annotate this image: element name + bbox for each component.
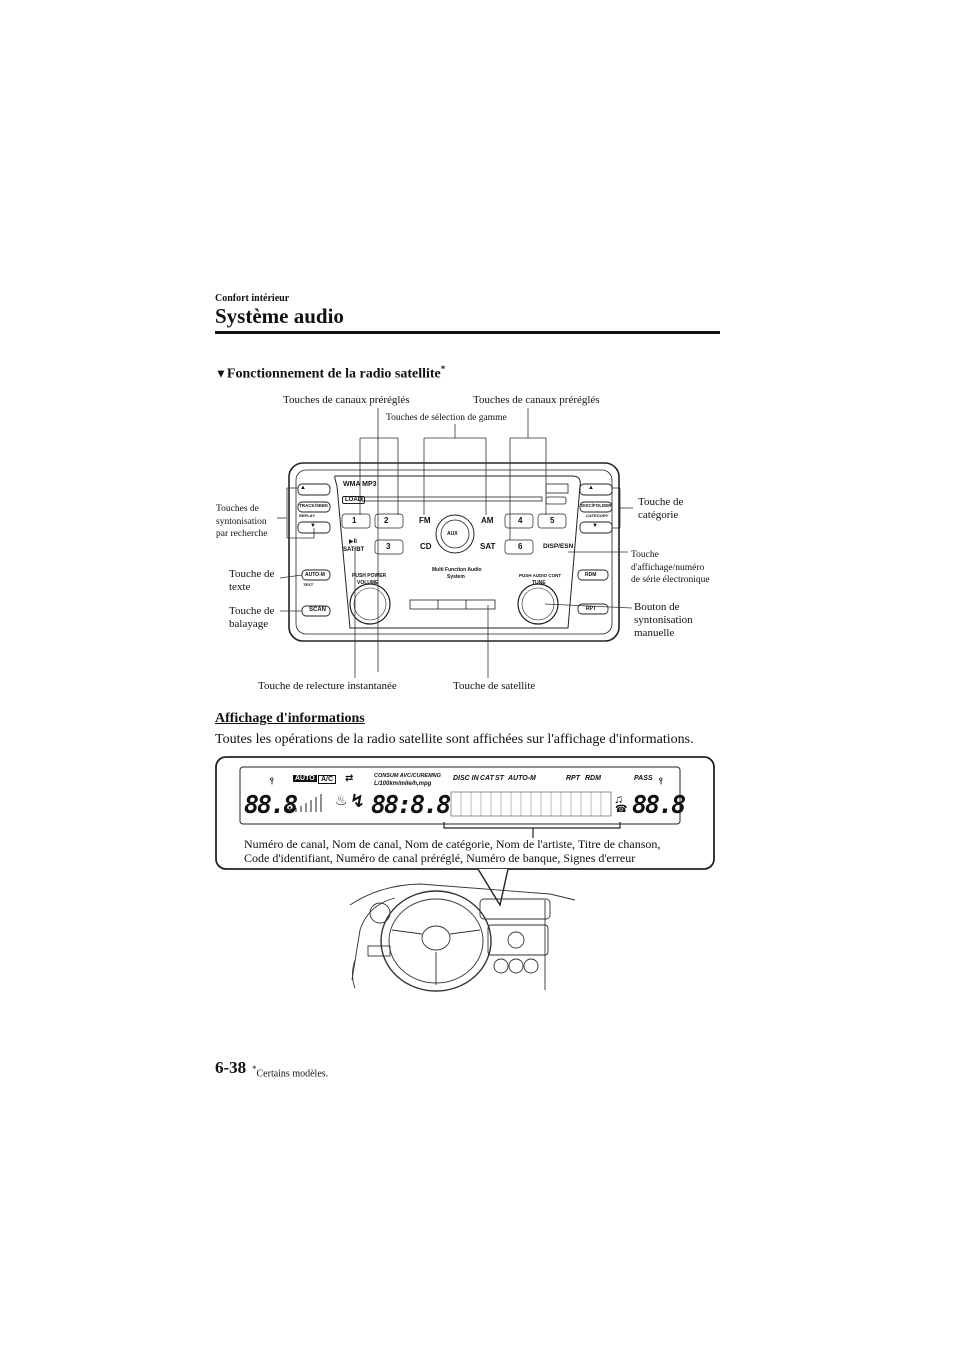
music-note-icon: ♫ <box>614 792 623 806</box>
rpt-button[interactable]: RPT <box>586 606 596 612</box>
am-button[interactable]: AM <box>481 516 494 525</box>
preset-5-button[interactable]: 5 <box>550 516 555 525</box>
triangle-down-icon: ▼ <box>215 366 227 381</box>
label-preset-left: Touches de canaux préréglés <box>283 394 410 406</box>
preset-1-button[interactable]: 1 <box>352 516 357 525</box>
preset-2-button[interactable]: 2 <box>384 516 389 525</box>
defrost-icon: ♨ <box>335 792 348 808</box>
info-display-heading: Affichage d'informations <box>215 711 365 726</box>
folder-down-button[interactable]: ▼ <box>592 523 598 529</box>
disc-folder-label: DISC/FOLDER <box>581 503 612 508</box>
callout-leader-lines <box>277 408 633 678</box>
temp-right-icon: ⫯ <box>659 776 663 786</box>
lcd-auto-m: AUTO-M <box>508 775 536 782</box>
page-title: Système audio <box>215 304 344 328</box>
label-satellite: Touche de satellite <box>453 680 536 692</box>
lcd-rdm: RDM <box>585 775 601 782</box>
label-replay: Touche de relecture instantanée <box>258 680 397 692</box>
preset-6-button[interactable]: 6 <box>518 542 523 551</box>
mfas-label-1: Multi Function Audio <box>432 567 482 573</box>
lcd-cat: CAT <box>480 775 494 782</box>
radio-unit <box>288 462 620 642</box>
lcd-left-digits: 88.8 <box>244 790 298 819</box>
load-button[interactable]: LOAD <box>342 496 365 504</box>
dashboard-illustration <box>349 883 576 992</box>
display-caption: Numéro de canal, Nom de canal, Nom de ca… <box>244 837 661 865</box>
fm-button[interactable]: FM <box>419 516 431 525</box>
lcd-rpt: RPT <box>566 775 580 782</box>
lcd-pass: PASS <box>634 775 653 782</box>
scan-button[interactable]: SCAN <box>309 607 327 613</box>
temp-left-icon: ⫯ <box>270 776 274 786</box>
phone-icon: ☎ <box>615 804 628 815</box>
lcd-mid-digits: 88:8.8 <box>371 790 451 819</box>
label-tune-knob: Bouton de syntonisation manuelle <box>634 601 693 639</box>
recirculation-icon: ⇄ <box>345 773 354 784</box>
label-display-esn: Touche d'affichage/numéro de série élect… <box>631 550 710 585</box>
push-power-label: PUSH POWER <box>352 573 387 579</box>
preset-4-button[interactable]: 4 <box>518 516 523 525</box>
cd-button[interactable]: CD <box>420 542 432 551</box>
tune-label: TUNE <box>532 580 546 586</box>
auto-m-button[interactable]: AUTO-M <box>305 572 325 578</box>
sat-button[interactable]: SAT <box>480 542 496 551</box>
sat-bt-button[interactable]: SAT/BT <box>343 547 365 553</box>
wma-mp3-label: WMA MP3 <box>343 481 377 488</box>
disp-esn-button[interactable]: DISP/ESN <box>543 543 574 550</box>
folder-up-button[interactable]: ▲ <box>588 485 594 491</box>
text-small-label: TEXT <box>303 582 314 587</box>
audio-cont-label: PUSH AUDIO CONT <box>519 573 562 578</box>
fan-icon: ✤ <box>286 805 294 815</box>
replay-small-label: REPLAY <box>299 513 315 518</box>
lcd-right-digits: 88.8 <box>632 790 686 819</box>
label-scan: Touche de balayage <box>229 605 275 630</box>
label-band-select: Touches de sélection de gamme <box>386 413 507 423</box>
footnote-mark: * <box>440 364 446 374</box>
title-rule <box>215 331 720 334</box>
lcd-auto: AUTO <box>293 775 317 782</box>
play-pause-icon[interactable]: ▶II <box>349 539 357 545</box>
label-text: Touche de texte <box>229 568 275 593</box>
lcd-units: L/100km/mile/h,mpg <box>374 781 432 787</box>
label-preset-right: Touches de canaux préréglés <box>473 394 600 406</box>
lcd-disc-in: DISC IN <box>453 775 479 782</box>
rdm-button[interactable]: RDM <box>585 572 597 578</box>
seek-up-button[interactable]: ▲ <box>300 485 306 491</box>
subsection-heading: ▼Fonctionnement de la radio satellite* <box>215 364 445 383</box>
airflow-icon: ↯ <box>350 791 366 811</box>
lcd-st: ST <box>495 775 504 782</box>
label-category: Touche de catégorie <box>638 496 684 521</box>
preset-3-button[interactable]: 3 <box>386 542 391 551</box>
lcd-ac: A/C <box>318 775 337 784</box>
aux-label: AUX <box>447 531 458 537</box>
track-seek-label: TRACK/SEEK <box>299 503 329 508</box>
seek-down-button[interactable]: ▼ <box>310 523 316 529</box>
volume-label: VOLUME <box>357 580 379 586</box>
category-small-label: CATEGORY <box>586 513 609 518</box>
page-number: 6-38 <box>215 1058 247 1077</box>
label-seek: Touches de syntonisation par recherche <box>216 504 268 539</box>
subsection-heading-text: Fonctionnement de la radio satellite <box>226 366 441 382</box>
section-label: Confort intérieur <box>215 293 290 304</box>
info-display-body: Toutes les opérations de la radio satell… <box>215 732 694 747</box>
mfas-label-2: System <box>447 574 465 580</box>
lcd-consum: CONSUM AVC/CUREMNG <box>374 773 441 779</box>
footnote: *Certains modèles. <box>252 1064 329 1080</box>
